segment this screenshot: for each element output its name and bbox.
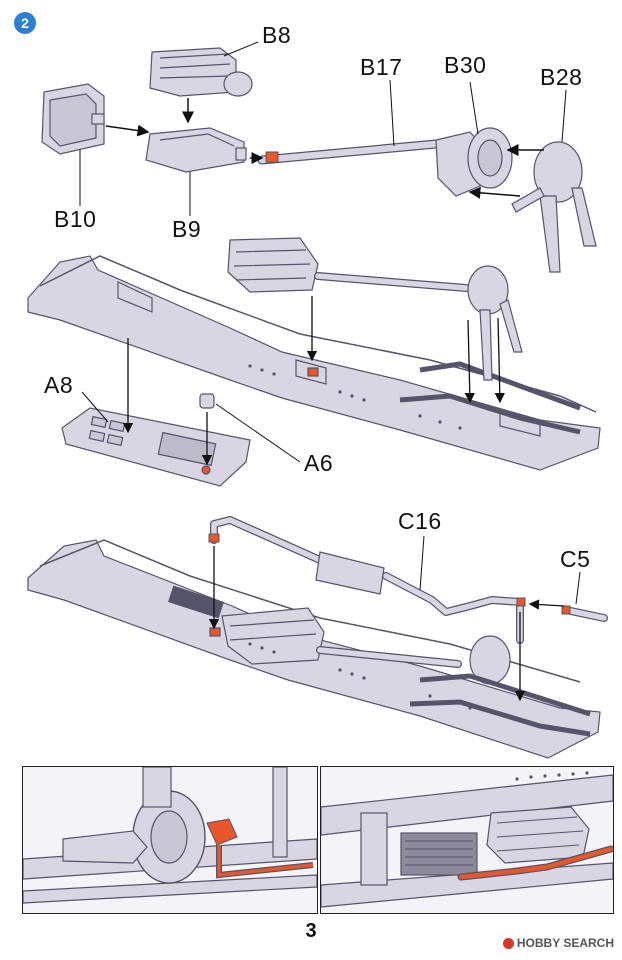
- leader-a6: [215, 403, 301, 463]
- part-c16-exhaust: [208, 516, 526, 644]
- label-b30: B30: [444, 52, 487, 78]
- label-b8: B8: [262, 22, 292, 48]
- transmission-middle: [227, 237, 523, 381]
- leader-b28: [561, 89, 567, 143]
- leader-a8: [81, 391, 109, 423]
- part-a8-tray: [61, 407, 251, 487]
- page-number: 3: [305, 920, 317, 942]
- label-b10: B10: [54, 206, 97, 232]
- leader-c5: [575, 571, 581, 605]
- leader-b17: [389, 79, 395, 147]
- detail-inset-left: [22, 766, 318, 914]
- arrow-b28-to-b30-lower: [468, 186, 521, 199]
- arrow-b10-to-b9: [105, 124, 150, 137]
- label-b9: B9: [172, 216, 202, 242]
- part-b8-gearbox: [149, 47, 253, 97]
- label-c5: C5: [560, 546, 591, 572]
- hobby-search-logo-icon: [502, 937, 514, 949]
- leader-c16: [419, 535, 425, 591]
- part-b17-driveshaft: [257, 139, 441, 165]
- part-b30-differential: [435, 127, 513, 197]
- leader-b30: [469, 81, 479, 135]
- detail-inset-right: [320, 766, 614, 914]
- part-b28-axle-cover: [511, 141, 597, 273]
- step-number-badge: 2: [14, 12, 36, 34]
- part-b9-base: [145, 127, 247, 173]
- chassis-frame-lower: [27, 539, 601, 759]
- part-a6-post: [199, 393, 215, 409]
- hobby-search-watermark: HOBBY SEARCH: [502, 936, 614, 950]
- label-a6: A6: [304, 450, 334, 476]
- watermark-text: HOBBY SEARCH: [516, 936, 614, 950]
- label-a8: A8: [44, 372, 74, 398]
- label-b28: B28: [540, 64, 583, 90]
- label-c16: C16: [398, 508, 442, 534]
- label-b17: B17: [360, 54, 403, 80]
- part-c5-tailpipe: [561, 605, 608, 622]
- part-b10-bellhousing: [41, 83, 105, 155]
- chassis-frame-middle: [27, 255, 601, 471]
- leader-b8: [223, 41, 259, 57]
